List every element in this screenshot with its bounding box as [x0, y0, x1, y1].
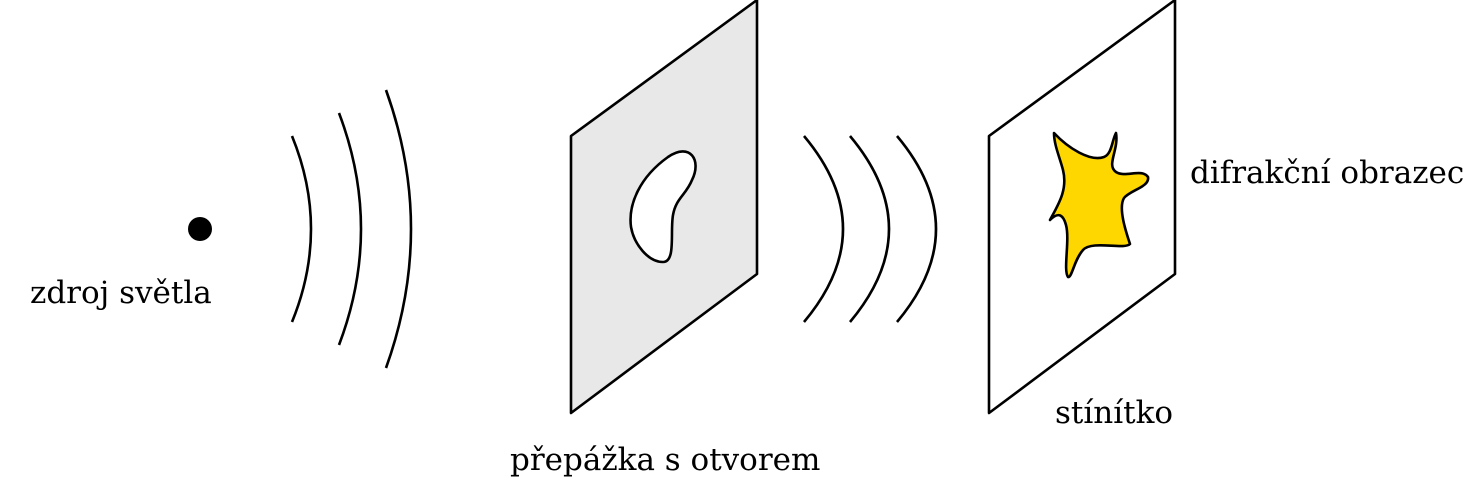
incoming-wavefronts — [290, 89, 413, 369]
diffraction-pattern-shape — [1048, 131, 1150, 279]
outgoing-wave-3 — [896, 135, 938, 323]
incoming-wave-3 — [384, 89, 413, 369]
incoming-wave-1 — [290, 135, 313, 323]
incoming-wave-2 — [337, 112, 363, 346]
outgoing-wavefronts — [803, 135, 938, 323]
barrier-plate — [569, 0, 759, 415]
outgoing-wave-1 — [803, 135, 845, 323]
light-source-label: zdroj světla — [30, 275, 212, 311]
outgoing-wave-2 — [849, 135, 891, 323]
barrier-label: přepážka s otvorem — [510, 442, 821, 478]
screen-label: stínítko — [1055, 395, 1174, 431]
diffraction-pattern-label: difrakční obrazec — [1190, 155, 1465, 191]
light-source-dot — [188, 217, 212, 241]
